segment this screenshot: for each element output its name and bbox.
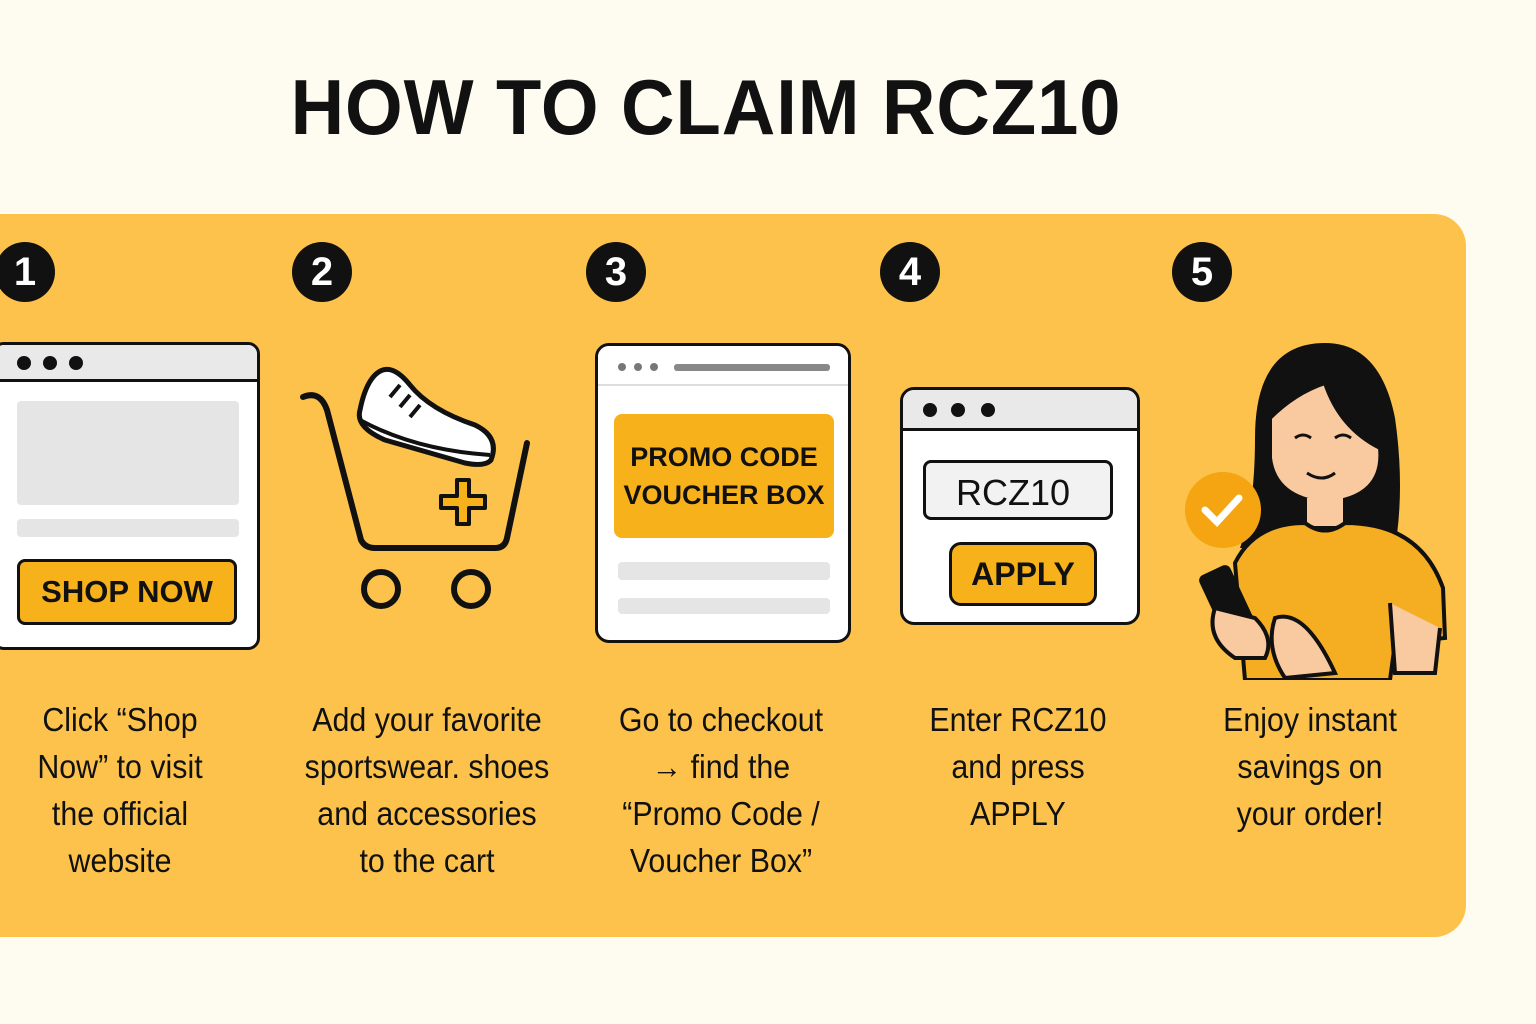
promo-box-line: PROMO CODE bbox=[630, 442, 818, 472]
promo-code-box[interactable]: PROMO CODE VOUCHER BOX bbox=[614, 414, 834, 538]
step-4-caption: Enter RCZ10 and press APPLY bbox=[880, 696, 1156, 837]
checkmark-badge-icon bbox=[1185, 472, 1261, 548]
apply-button[interactable]: APPLY bbox=[949, 542, 1097, 606]
step-1-caption: Click “Shop Now” to visit the official w… bbox=[0, 696, 258, 884]
caption-line: → find the bbox=[651, 748, 791, 785]
caption-line: sportswear. shoes bbox=[304, 748, 550, 785]
browser-window-icon: SHOP NOW bbox=[0, 342, 260, 650]
step-4-number: 4 bbox=[880, 242, 940, 302]
caption-line: and accessories bbox=[317, 795, 537, 832]
step-5-number: 5 bbox=[1172, 242, 1232, 302]
step-2-caption: Add your favorite sportswear. shoes and … bbox=[289, 696, 565, 884]
plus-icon bbox=[439, 478, 487, 526]
step-3-number: 3 bbox=[586, 242, 646, 302]
caption-line: Click “Shop bbox=[42, 701, 198, 738]
step-2-number: 2 bbox=[292, 242, 352, 302]
caption-line: to the cart bbox=[359, 842, 495, 879]
checkout-window-icon: PROMO CODE VOUCHER BOX bbox=[595, 343, 851, 643]
step-5-caption: Enjoy instant savings on your order! bbox=[1172, 696, 1448, 837]
caption-line: Enjoy instant bbox=[1223, 701, 1397, 738]
caption-line: Add your favorite bbox=[312, 701, 542, 738]
caption-line: your order! bbox=[1236, 795, 1384, 832]
page-title: HOW TO CLAIM RCZ10 bbox=[290, 63, 1122, 151]
step-3-caption: Go to checkout → find the “Promo Code / … bbox=[583, 696, 859, 884]
promo-box-line: VOUCHER BOX bbox=[623, 480, 825, 510]
caption-line: APPLY bbox=[970, 795, 1066, 832]
caption-line: and press bbox=[951, 748, 1085, 785]
caption-line: Voucher Box” bbox=[629, 842, 813, 879]
caption-line: the official bbox=[51, 795, 189, 832]
shoe-icon bbox=[356, 366, 496, 467]
promo-code-input[interactable]: RCZ10 bbox=[923, 460, 1113, 520]
shop-now-button[interactable]: SHOP NOW bbox=[17, 559, 237, 625]
apply-code-window-icon: RCZ10 APPLY bbox=[900, 387, 1140, 625]
caption-line: Go to checkout bbox=[618, 701, 824, 738]
caption-line: savings on bbox=[1237, 748, 1383, 785]
caption-line: Enter RCZ10 bbox=[929, 701, 1107, 738]
happy-woman-with-phone-illustration bbox=[1185, 343, 1448, 680]
caption-line: “Promo Code / bbox=[622, 795, 820, 832]
step-1-number: 1 bbox=[0, 242, 55, 302]
caption-line: Now” to visit bbox=[37, 748, 203, 785]
shopping-cart-icon bbox=[300, 366, 530, 609]
caption-line: website bbox=[68, 842, 172, 879]
